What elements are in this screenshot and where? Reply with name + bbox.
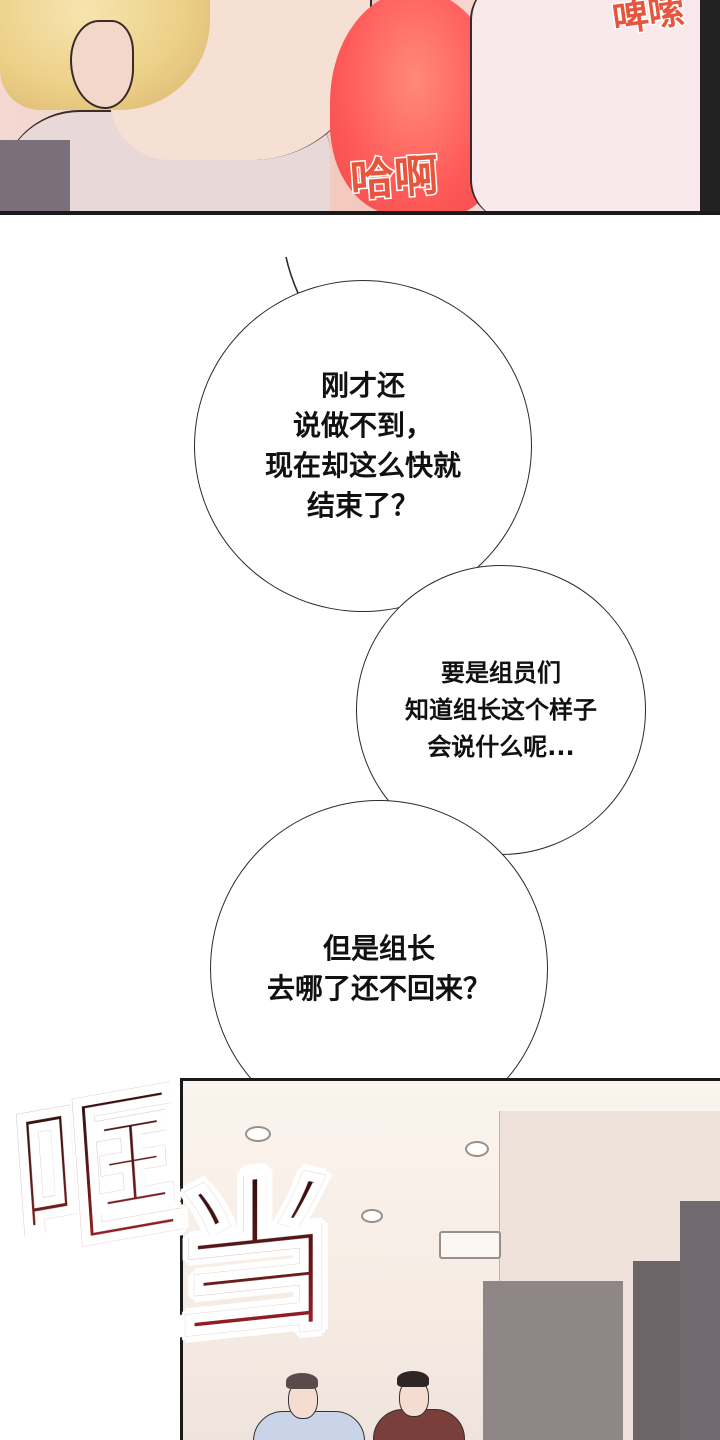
bottom-panel [180, 1078, 720, 1440]
top-panel: 啤嗦 哈啊 [0, 0, 720, 215]
office-door [483, 1281, 623, 1440]
bubble-text-3: 但是组长 去哪了还不回来？ [266, 932, 491, 1005]
sfx-haa: 哈啊 [347, 148, 441, 208]
bubble-text-1: 刚才还 说做不到， 现在却这么快就 结束了？ [264, 369, 461, 522]
sfx-kuang: 哐 [4, 1059, 189, 1291]
person-hair [397, 1371, 429, 1387]
person-hair [286, 1373, 318, 1389]
ceiling-light [361, 1209, 383, 1223]
bubble-text-2: 要是组员们 知道组长这个样子 会说什么呢... [405, 658, 597, 761]
bubble-tail [285, 256, 299, 294]
character-hand [470, 0, 720, 215]
office-door [680, 1201, 720, 1440]
character-shirt [0, 140, 70, 215]
ceiling-light [245, 1126, 271, 1142]
character-ear [70, 20, 134, 109]
dark-edge [700, 0, 720, 215]
ceiling-light [465, 1141, 489, 1157]
speech-bubble-1: 刚才还 说做不到， 现在却这么快就 结束了？ [194, 280, 532, 612]
sfx-dang: 当 [168, 1150, 341, 1371]
panel-border [0, 211, 720, 215]
ceiling-vent [439, 1231, 501, 1259]
speech-bubble-2: 要是组员们 知道组长这个样子 会说什么呢... [356, 565, 646, 855]
